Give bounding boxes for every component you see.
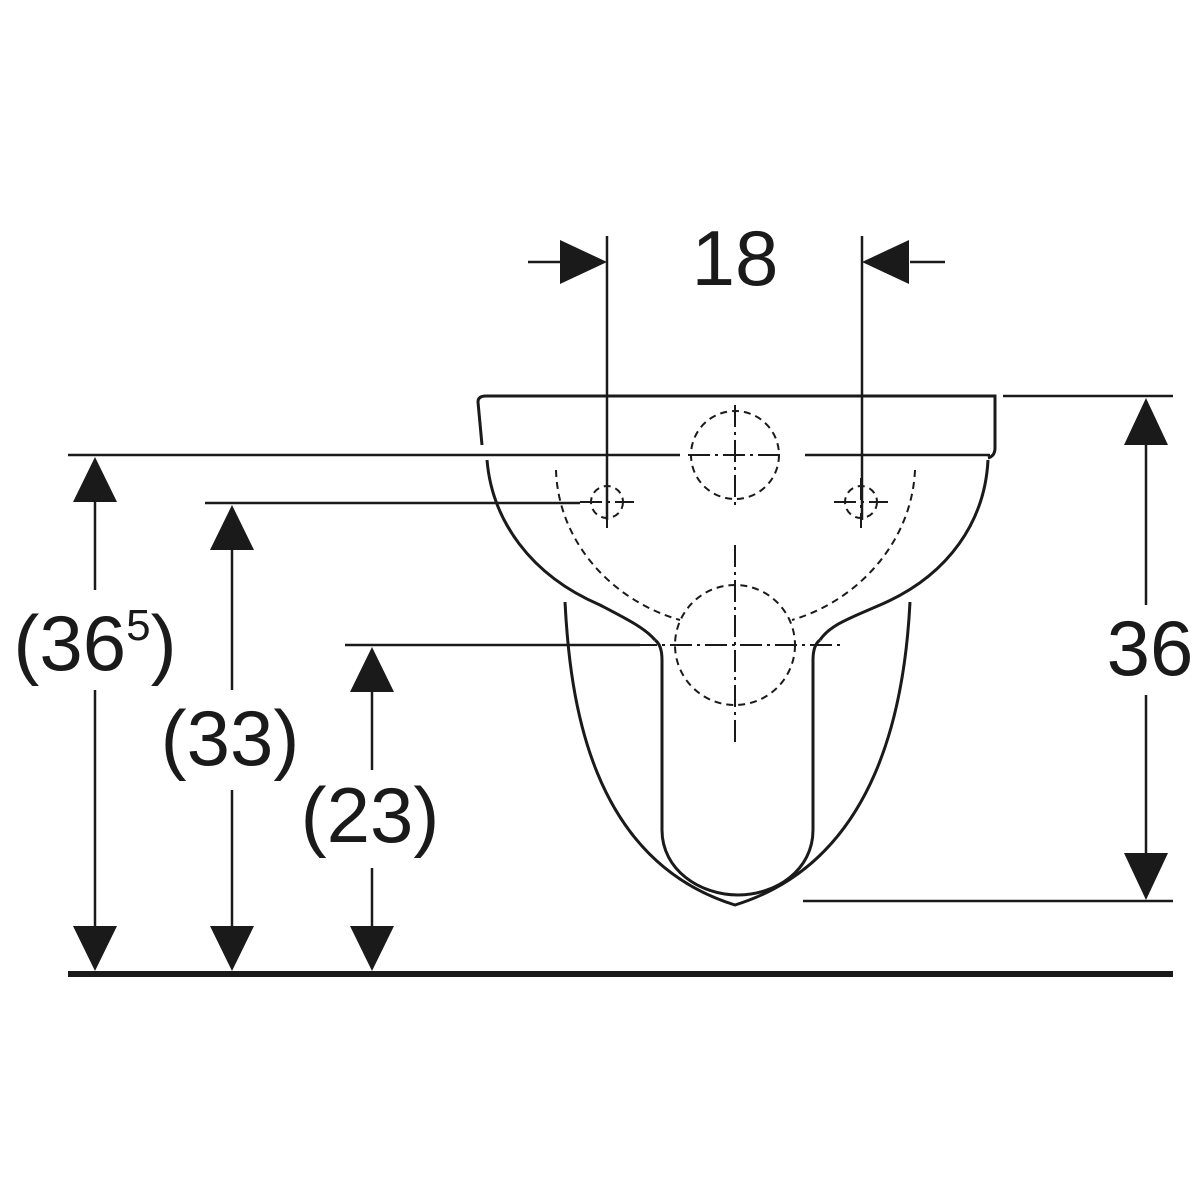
dimension-inner-left: (23) [301, 643, 640, 971]
dimension-label-33: (33) [161, 694, 300, 782]
arrow-up-icon [210, 505, 254, 550]
arrow-up-icon [73, 457, 117, 502]
dimension-label-36-5: (365) [13, 599, 176, 687]
arrow-down-icon [1124, 853, 1168, 900]
dimension-outer-left: (365) [13, 453, 990, 971]
arrow-down-icon [73, 926, 117, 971]
dimension-top-width: 18 [528, 214, 945, 520]
dimension-right-height: 36 [803, 394, 1194, 903]
dimension-label-23: (23) [301, 771, 440, 859]
dimension-label-18: 18 [692, 214, 779, 302]
arrow-left-icon [862, 240, 909, 284]
arrow-up-icon [1124, 398, 1168, 445]
arrow-down-icon [210, 926, 254, 971]
dimension-mid-left: (33) [161, 501, 580, 971]
dimension-label-36: 36 [1107, 604, 1194, 692]
arrow-down-icon [350, 926, 394, 971]
arrow-right-icon [560, 240, 607, 284]
arrow-up-icon [350, 647, 394, 692]
